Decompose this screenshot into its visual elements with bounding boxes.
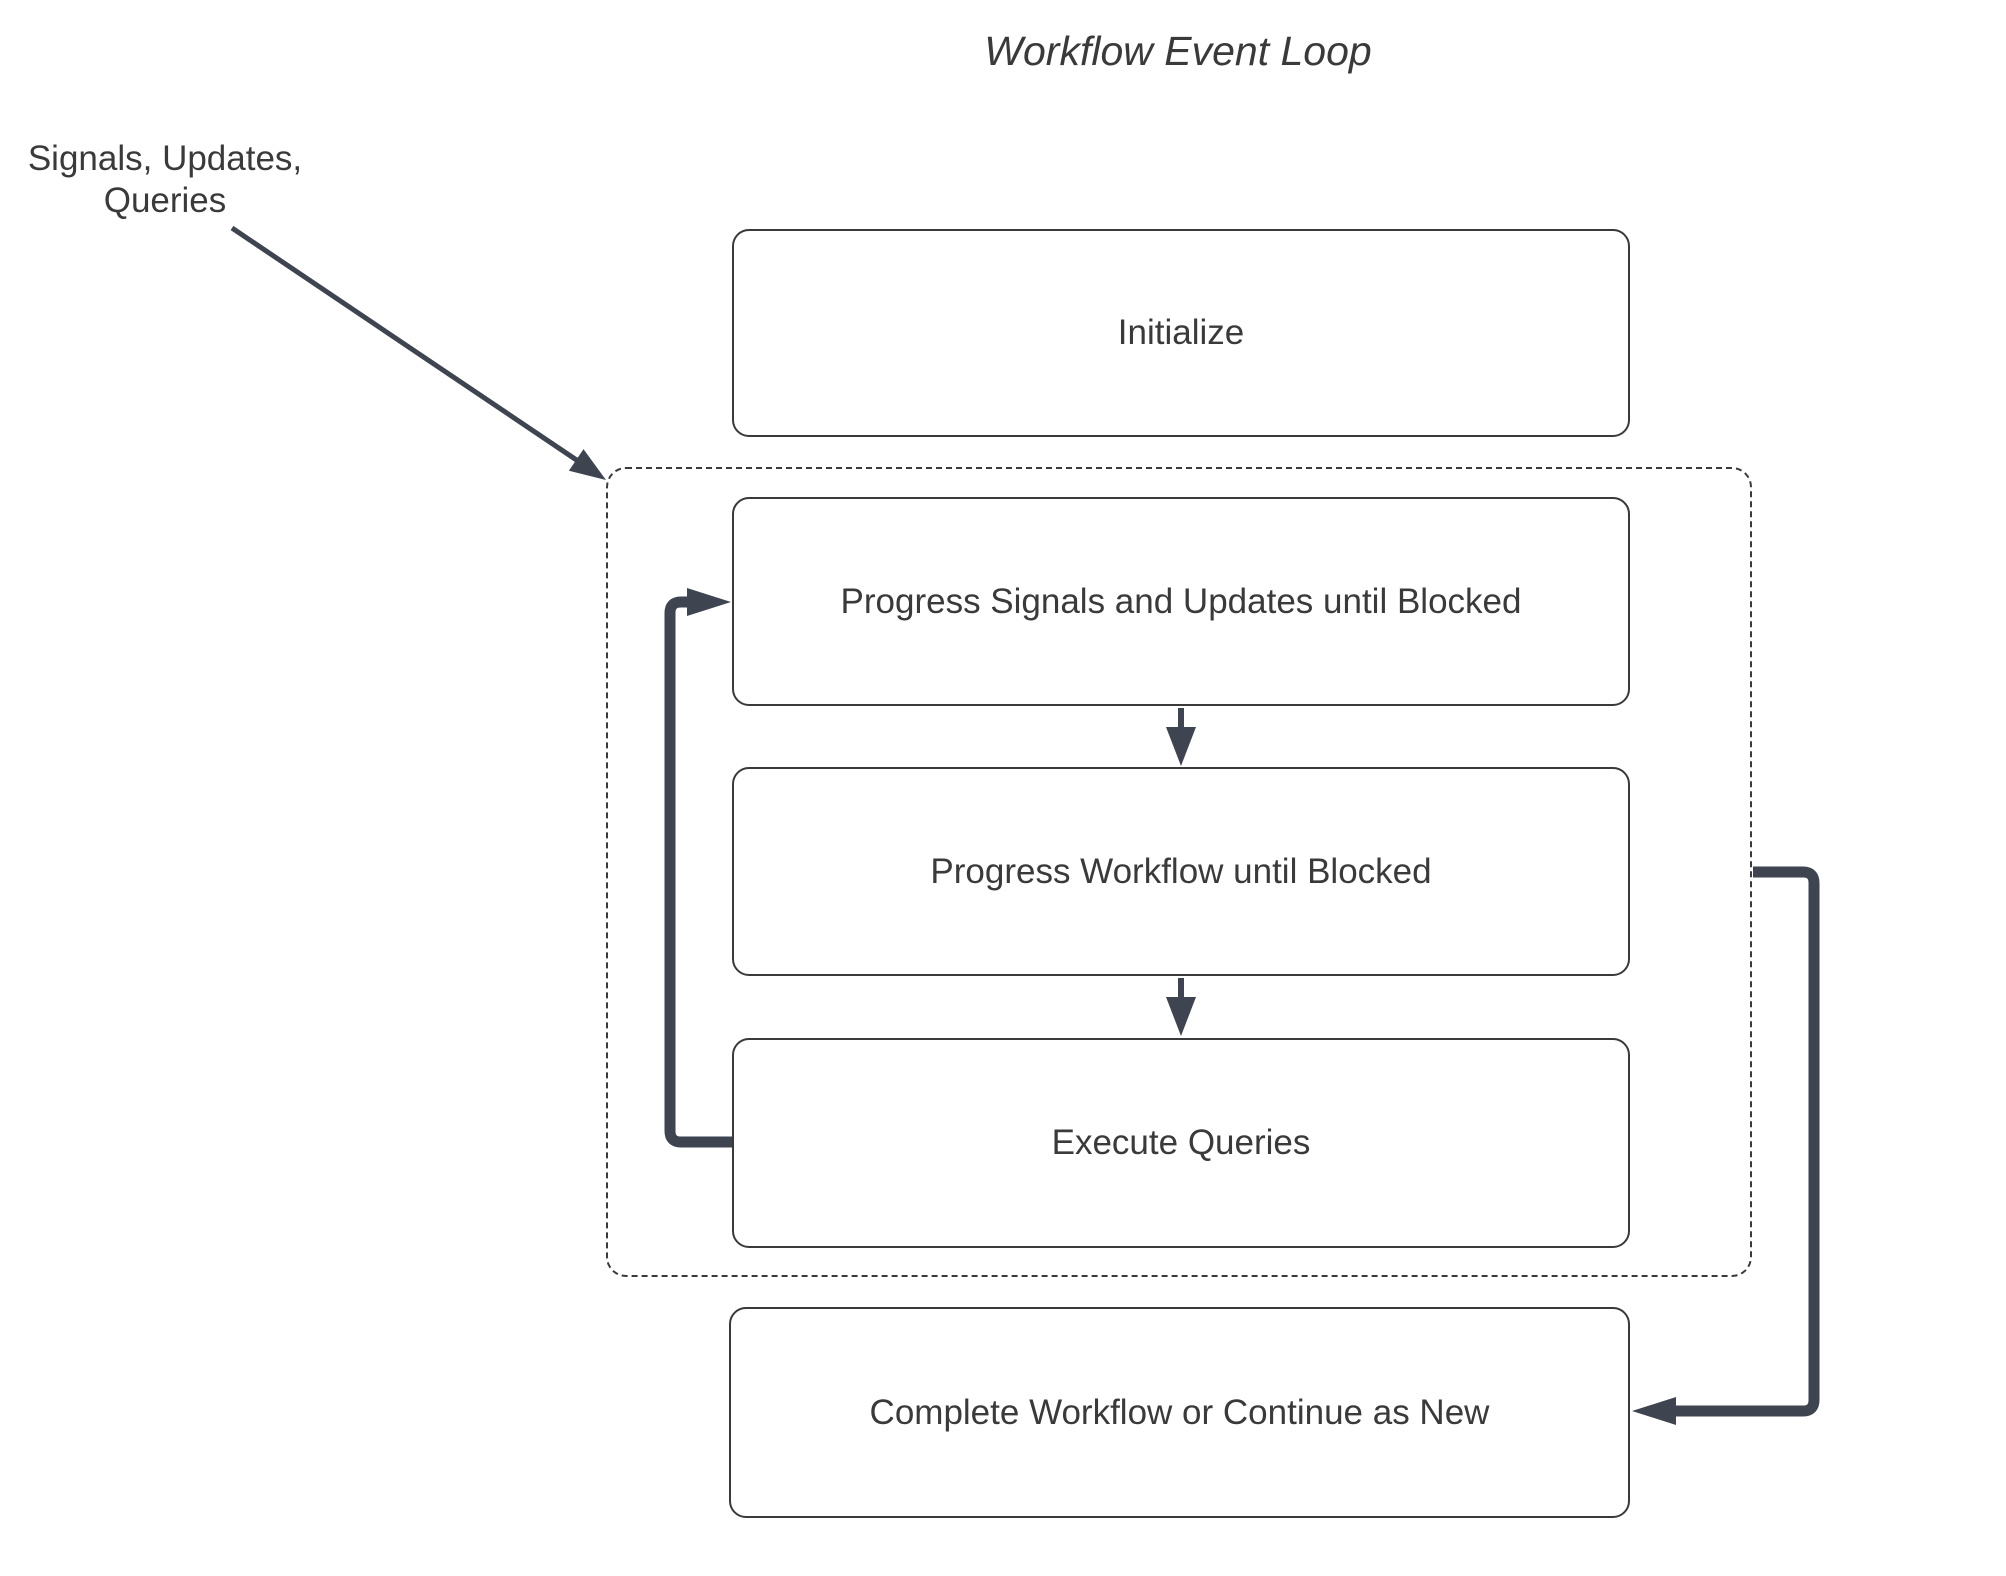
external-input-arrow	[230, 225, 606, 480]
node-progress-signals: Progress Signals and Updates until Block…	[732, 497, 1630, 706]
diagram-title: Workflow Event Loop	[984, 28, 1372, 74]
node-progress-workflow: Progress Workflow until Blocked	[732, 767, 1630, 976]
node-complete-label: Complete Workflow or Continue as New	[869, 1392, 1490, 1432]
node-complete: Complete Workflow or Continue as New	[729, 1307, 1630, 1518]
node-execute-queries: Execute Queries	[732, 1038, 1630, 1248]
external-inputs-label: Signals, Updates, Queries	[27, 139, 303, 220]
node-initialize-label: Initialize	[1117, 313, 1245, 352]
node-progress-signals-label: Progress Signals and Updates until Block…	[840, 581, 1522, 621]
node-execute-queries-label: Execute Queries	[1051, 1123, 1311, 1162]
node-progress-workflow-label: Progress Workflow until Blocked	[930, 851, 1432, 891]
node-initialize: Initialize	[732, 229, 1630, 437]
